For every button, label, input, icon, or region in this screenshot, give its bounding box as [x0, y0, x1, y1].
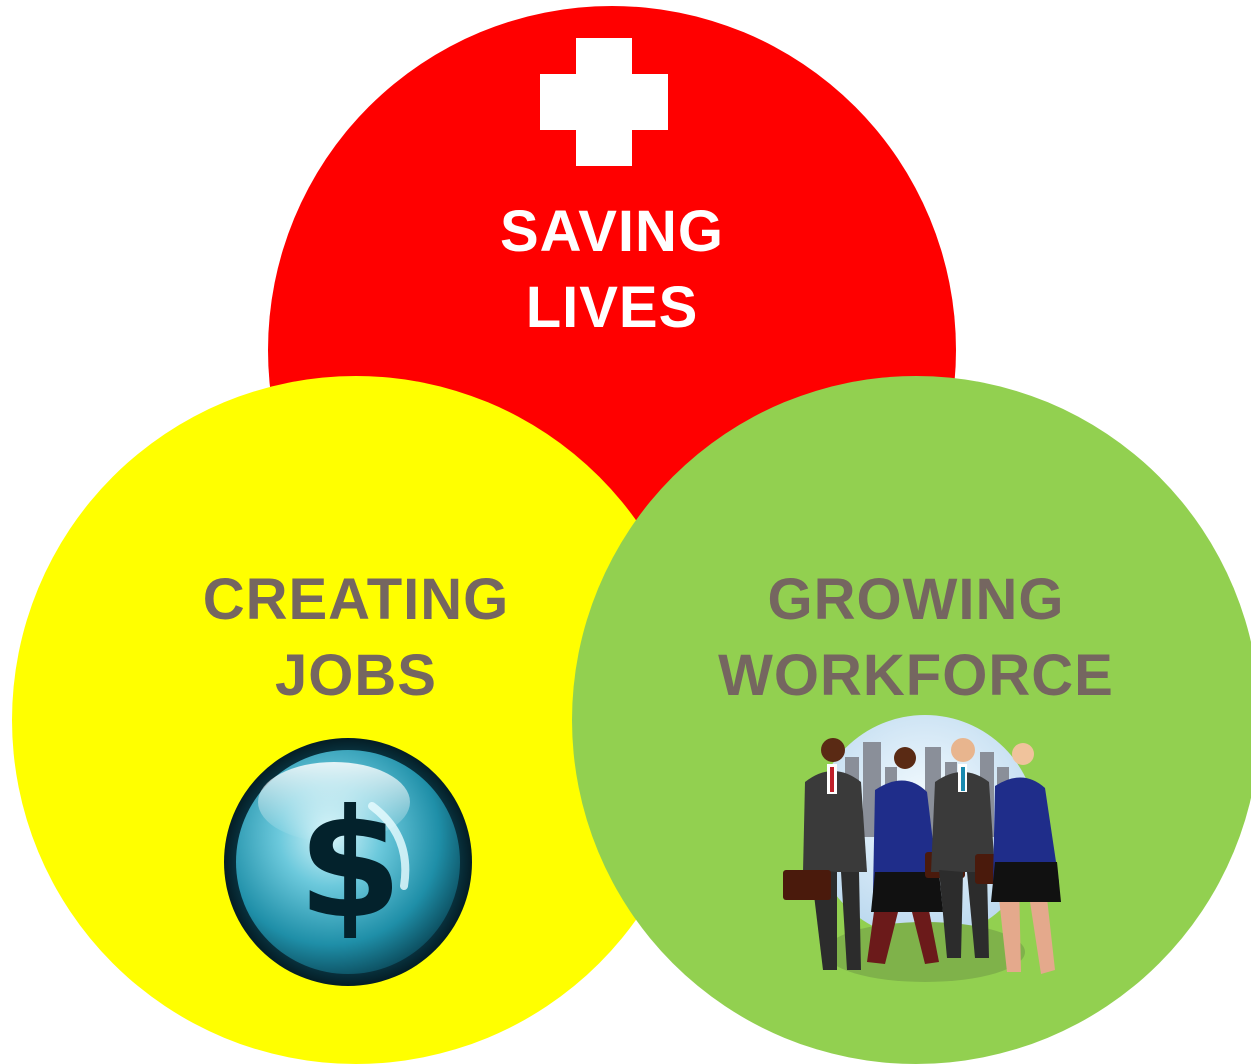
dollar-coin-icon: $	[224, 738, 472, 986]
saving-lives-label: SAVING LIVES	[412, 194, 812, 346]
medical-cross-icon	[540, 38, 668, 166]
growing-workforce-line-2: WORKFORCE	[718, 643, 1114, 708]
creating-jobs-line-1: CREATING	[202, 567, 510, 632]
svg-text:$: $	[298, 778, 402, 952]
creating-jobs-line-2: JOBS	[275, 643, 437, 708]
creating-jobs-label: CREATING JOBS	[156, 562, 556, 714]
saving-lives-line-1: SAVING	[499, 199, 725, 264]
saving-lives-line-2: LIVES	[525, 275, 699, 340]
business-people-clipart	[783, 715, 1061, 982]
growing-workforce-line-1: GROWING	[767, 567, 1065, 632]
growing-workforce-label: GROWING WORKFORCE	[666, 562, 1166, 714]
